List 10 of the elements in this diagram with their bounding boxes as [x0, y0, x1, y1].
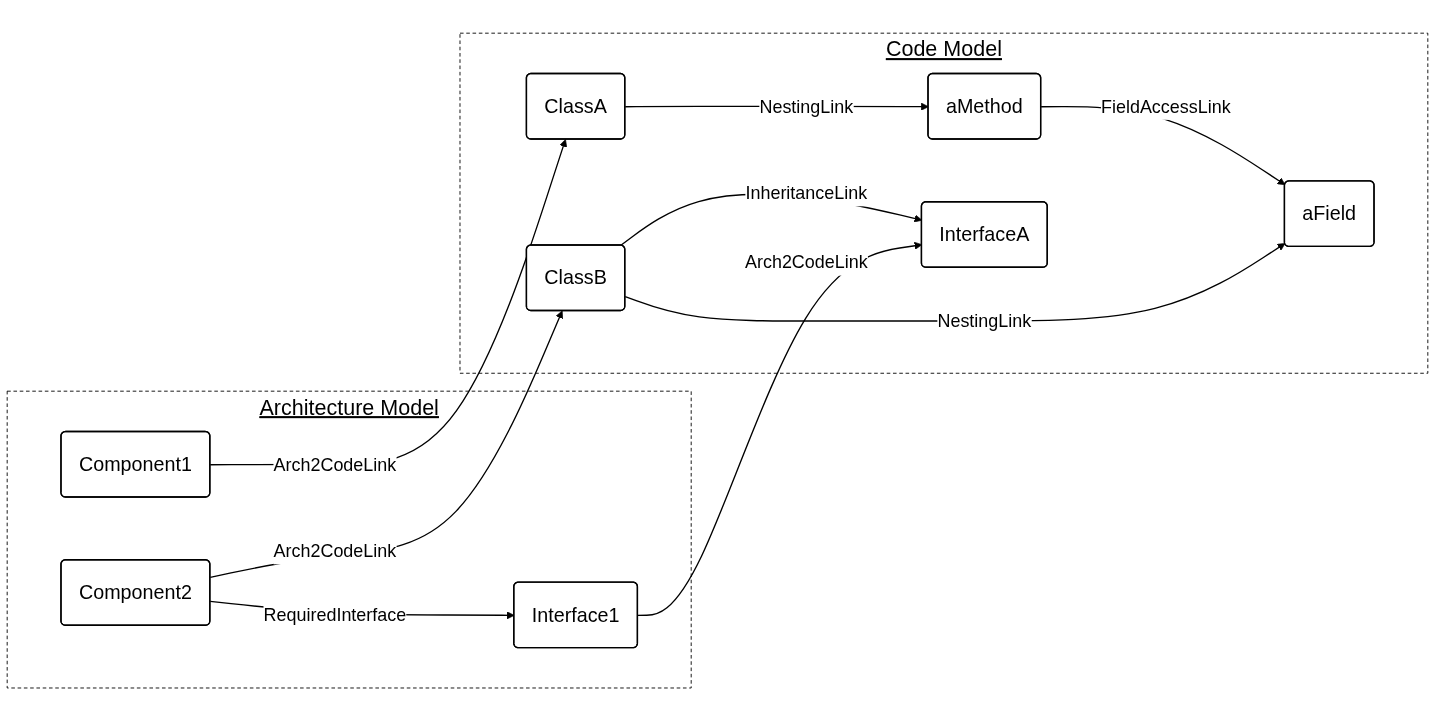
edge-label: InheritanceLink: [745, 183, 868, 204]
edge-label: Arch2CodeLink: [745, 252, 868, 273]
arrow: [209, 311, 564, 579]
edge-label: NestingLink: [937, 311, 1032, 332]
edge-label: NestingLink: [759, 96, 854, 117]
edge-label: Arch2CodeLink: [273, 541, 397, 562]
arrow: [624, 243, 1286, 323]
edge-label: FieldAccessLink: [1101, 96, 1231, 117]
edge-label: RequiredInterface: [263, 605, 407, 626]
edge-label: Arch2CodeLink: [273, 454, 397, 475]
